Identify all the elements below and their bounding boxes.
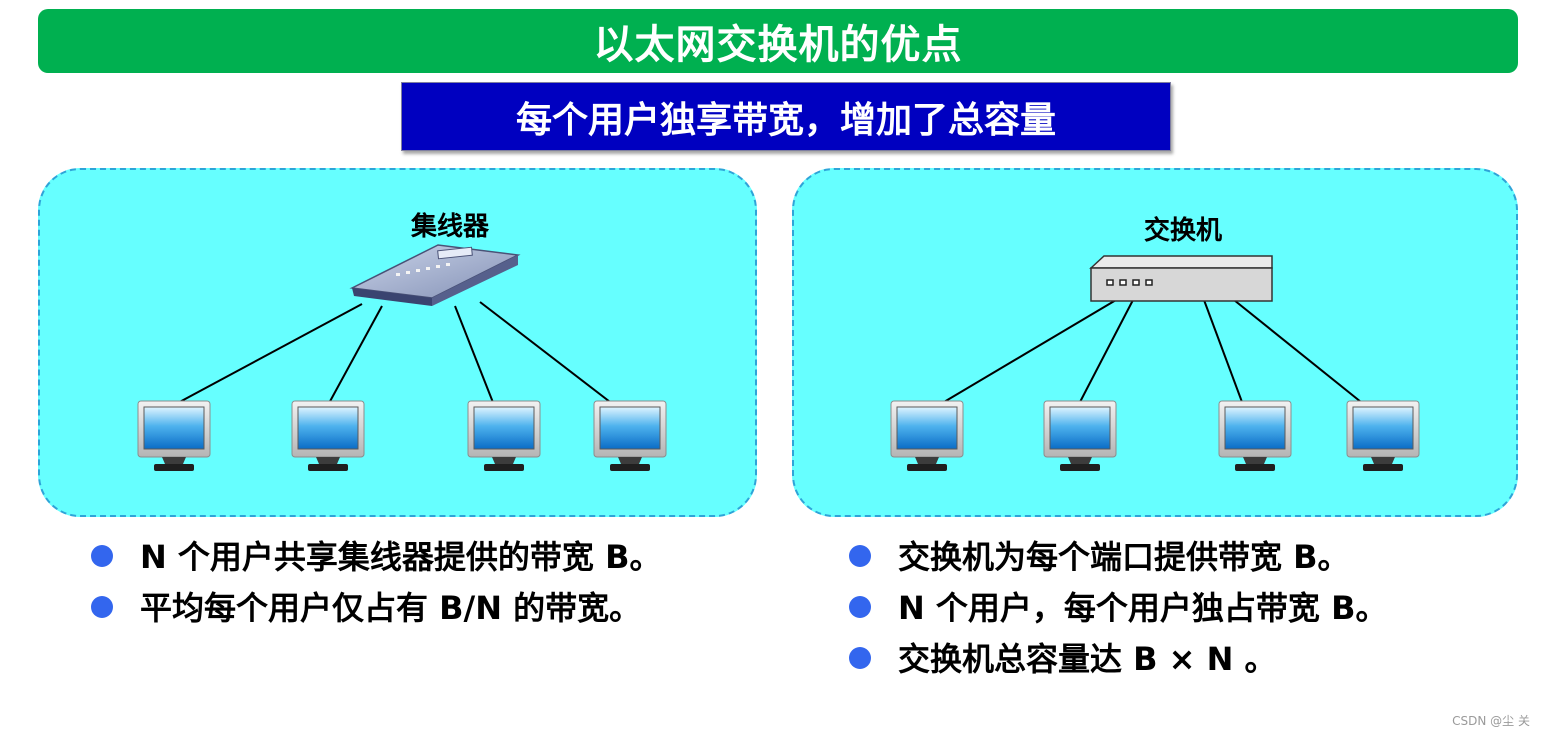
switch-icon	[1089, 255, 1273, 302]
page-subtitle: 每个用户独享带宽，增加了总容量	[515, 99, 1056, 141]
bullet-dot	[849, 647, 871, 669]
cable	[327, 305, 383, 406]
list-item: 交换机总容量达 B × N 。	[848, 635, 1387, 686]
bullet-text: 交换机为每个端口提供带宽 B。	[898, 538, 1350, 576]
subtitle-banner: 每个用户独享带宽，增加了总容量	[401, 82, 1171, 151]
cable	[1079, 299, 1134, 403]
cable	[479, 301, 615, 406]
bullet-text: 平均每个用户仅占有 B/N 的带宽。	[140, 589, 642, 627]
monitor-icon	[1346, 400, 1420, 472]
hub-panel: 集线器	[38, 168, 757, 517]
cable	[454, 305, 495, 406]
cable	[1233, 299, 1362, 403]
monitor-icon	[593, 400, 667, 472]
switch-cables	[943, 299, 1362, 403]
hub-diagram: 集线器	[137, 211, 667, 472]
list-item: 交换机为每个端口提供带宽 B。	[848, 533, 1387, 584]
bullet-dot	[91, 545, 113, 567]
switch-bullet-list: 交换机为每个端口提供带宽 B。 N 个用户，每个用户独占带宽 B。 交换机总容量…	[848, 533, 1387, 686]
bullet-text: 交换机总容量达 B × N 。	[898, 640, 1277, 678]
hub-label: 集线器	[410, 211, 490, 242]
monitor-icon	[467, 400, 541, 472]
list-item: N 个用户，每个用户独占带宽 B。	[848, 584, 1387, 635]
bullet-text: N 个用户，每个用户独占带宽 B。	[898, 589, 1388, 627]
bullet-dot	[91, 596, 113, 618]
bullet-dot	[849, 545, 871, 567]
bullet-dot	[849, 596, 871, 618]
cable	[1203, 299, 1243, 403]
cable	[173, 303, 363, 406]
switch-computers	[890, 400, 1420, 472]
hub-bullet-list: N 个用户共享集线器提供的带宽 B。 平均每个用户仅占有 B/N 的带宽。	[90, 533, 661, 635]
hub-cables	[173, 301, 615, 406]
watermark: CSDN @尘 关	[1452, 714, 1530, 728]
switch-panel: 交换机	[792, 168, 1518, 517]
switch-label: 交换机	[1144, 215, 1222, 246]
hub-computers	[137, 400, 667, 472]
title-banner: 以太网交换机的优点	[38, 9, 1518, 73]
bullet-text: N 个用户共享集线器提供的带宽 B。	[140, 538, 662, 576]
cable	[943, 299, 1117, 403]
hub-icon	[349, 244, 521, 306]
list-item: 平均每个用户仅占有 B/N 的带宽。	[90, 584, 661, 635]
monitor-icon	[291, 400, 365, 472]
list-item: N 个用户共享集线器提供的带宽 B。	[90, 533, 661, 584]
monitor-icon	[1043, 400, 1117, 472]
monitor-icon	[137, 400, 211, 472]
monitor-icon	[890, 400, 964, 472]
page-title: 以太网交换机的优点	[593, 22, 963, 68]
monitor-icon	[1218, 400, 1292, 472]
switch-diagram: 交换机	[890, 215, 1420, 472]
